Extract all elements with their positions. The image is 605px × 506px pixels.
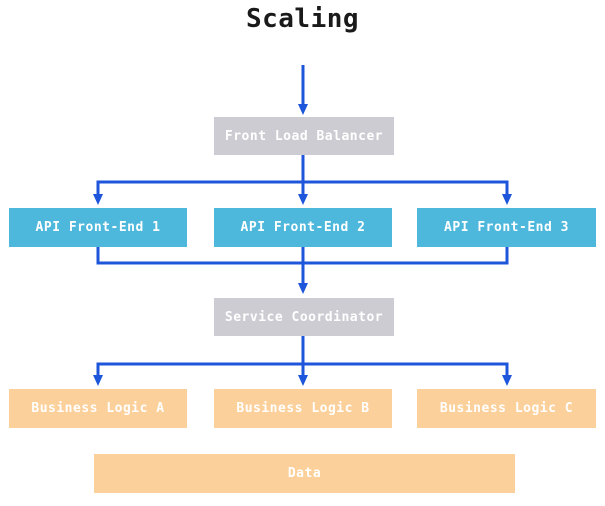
node-business-logic-b: Business Logic B: [214, 389, 392, 428]
node-business-logic-c: Business Logic C: [417, 389, 596, 428]
node-api-front-end-3: API Front-End 3: [417, 208, 596, 247]
node-service-coordinator: Service Coordinator: [214, 298, 394, 336]
node-api-front-end-2: API Front-End 2: [214, 208, 392, 247]
node-data: Data: [94, 454, 515, 493]
node-business-logic-a: Business Logic A: [9, 389, 187, 428]
node-api-front-end-1: API Front-End 1: [9, 208, 187, 247]
diagram-title: Scaling: [245, 4, 360, 34]
node-front-load-balancer: Front Load Balancer: [214, 117, 394, 155]
